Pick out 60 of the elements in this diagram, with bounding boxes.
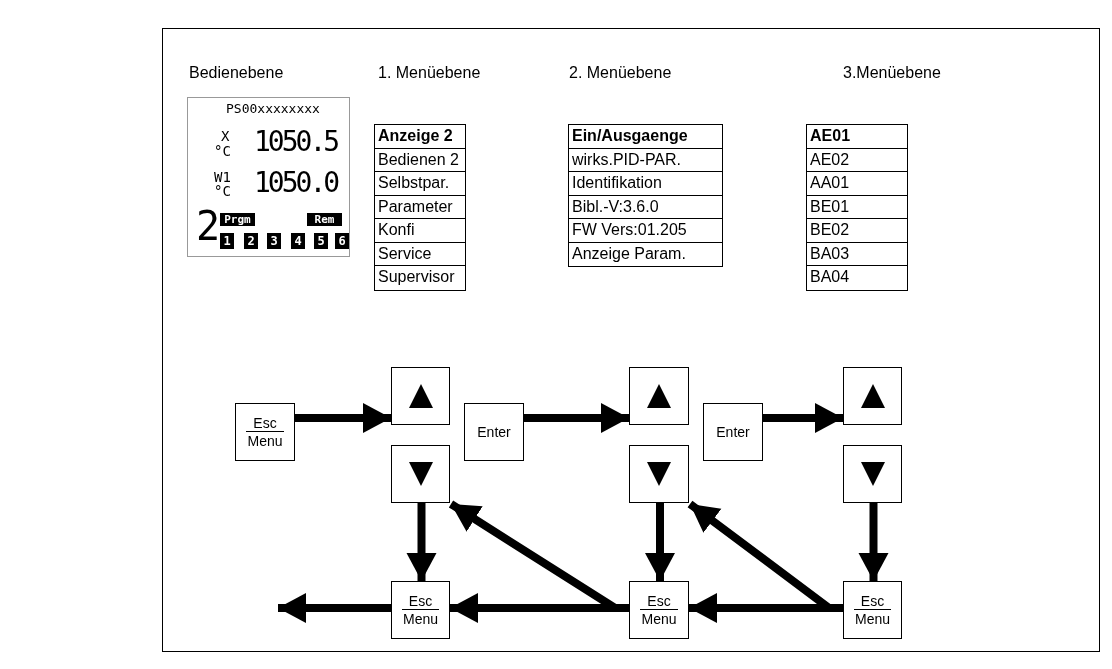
menu-item: Anzeige 2 — [374, 124, 466, 150]
segment-number: 3 — [267, 233, 281, 249]
column-heading: 2. Menüebene — [569, 64, 672, 82]
menu-item: Anzeige Param. — [568, 241, 723, 267]
menu-item: Supervisor — [374, 265, 466, 291]
menu-item: Konfi — [374, 218, 466, 244]
status-indicator: Prgm — [220, 213, 255, 226]
segment-number: 5 — [314, 233, 328, 249]
enter-key — [703, 403, 763, 461]
column-heading: 1. Menüebene — [378, 64, 481, 82]
key-label: Enter — [716, 424, 750, 440]
key-label: Esc — [647, 593, 671, 609]
column-heading: Bedienebene — [189, 64, 284, 82]
status-indicator: Rem — [307, 213, 342, 226]
display-value: 1050.5 — [254, 128, 338, 156]
esc-menu-key — [235, 403, 295, 461]
status-text: PS00xxxxxxxx — [226, 102, 320, 115]
esc-menu-key — [391, 581, 450, 639]
arrow — [645, 503, 675, 581]
channel-number: 2 — [196, 206, 221, 246]
key-label: Menu — [402, 609, 439, 627]
unit-label: X — [221, 129, 230, 143]
unit-label: °C — [214, 184, 231, 198]
menu-item: BE02 — [806, 218, 908, 244]
esc-menu-key — [843, 581, 902, 639]
esc-menu-key — [629, 581, 689, 639]
arrow-up-key — [629, 367, 689, 425]
arrow — [406, 503, 437, 581]
menu-item: FW Vers:01.205 — [568, 218, 723, 244]
key-label: Esc — [860, 593, 885, 609]
segment-number: 1 — [220, 233, 234, 249]
key-label: Esc — [408, 593, 433, 609]
arrow-down-key — [391, 445, 450, 503]
unit-label: W1 — [214, 170, 231, 184]
arrow-down-key — [629, 445, 689, 503]
unit-label: °C — [214, 144, 231, 158]
arrow-up-key — [391, 367, 450, 425]
menu-item: AE01 — [806, 124, 908, 150]
segment-number: 4 — [291, 233, 305, 249]
arrow — [763, 403, 843, 433]
arrow-up-key — [843, 367, 902, 425]
arrow — [524, 403, 629, 433]
menu-item: AA01 — [806, 171, 908, 197]
display-value: 1050.0 — [254, 169, 338, 197]
key-label: Menu — [640, 609, 678, 627]
arrow — [858, 503, 889, 581]
segment-number: 6 — [335, 233, 349, 249]
column-heading: 3.Menüebene — [843, 64, 941, 82]
menu-item: Identifikation — [568, 171, 723, 197]
menu-item: BA04 — [806, 265, 908, 291]
menu-item: Selbstpar. — [374, 171, 466, 197]
key-label: Enter — [477, 424, 511, 440]
arrow-down-key — [843, 445, 902, 503]
key-label: Menu — [246, 431, 284, 449]
arrow — [295, 403, 391, 433]
key-label: Menu — [854, 609, 891, 627]
key-label: Esc — [253, 415, 277, 431]
segment-number: 2 — [244, 233, 258, 249]
enter-key — [464, 403, 524, 461]
menu-item: Ein/Ausgaenge — [568, 124, 723, 150]
